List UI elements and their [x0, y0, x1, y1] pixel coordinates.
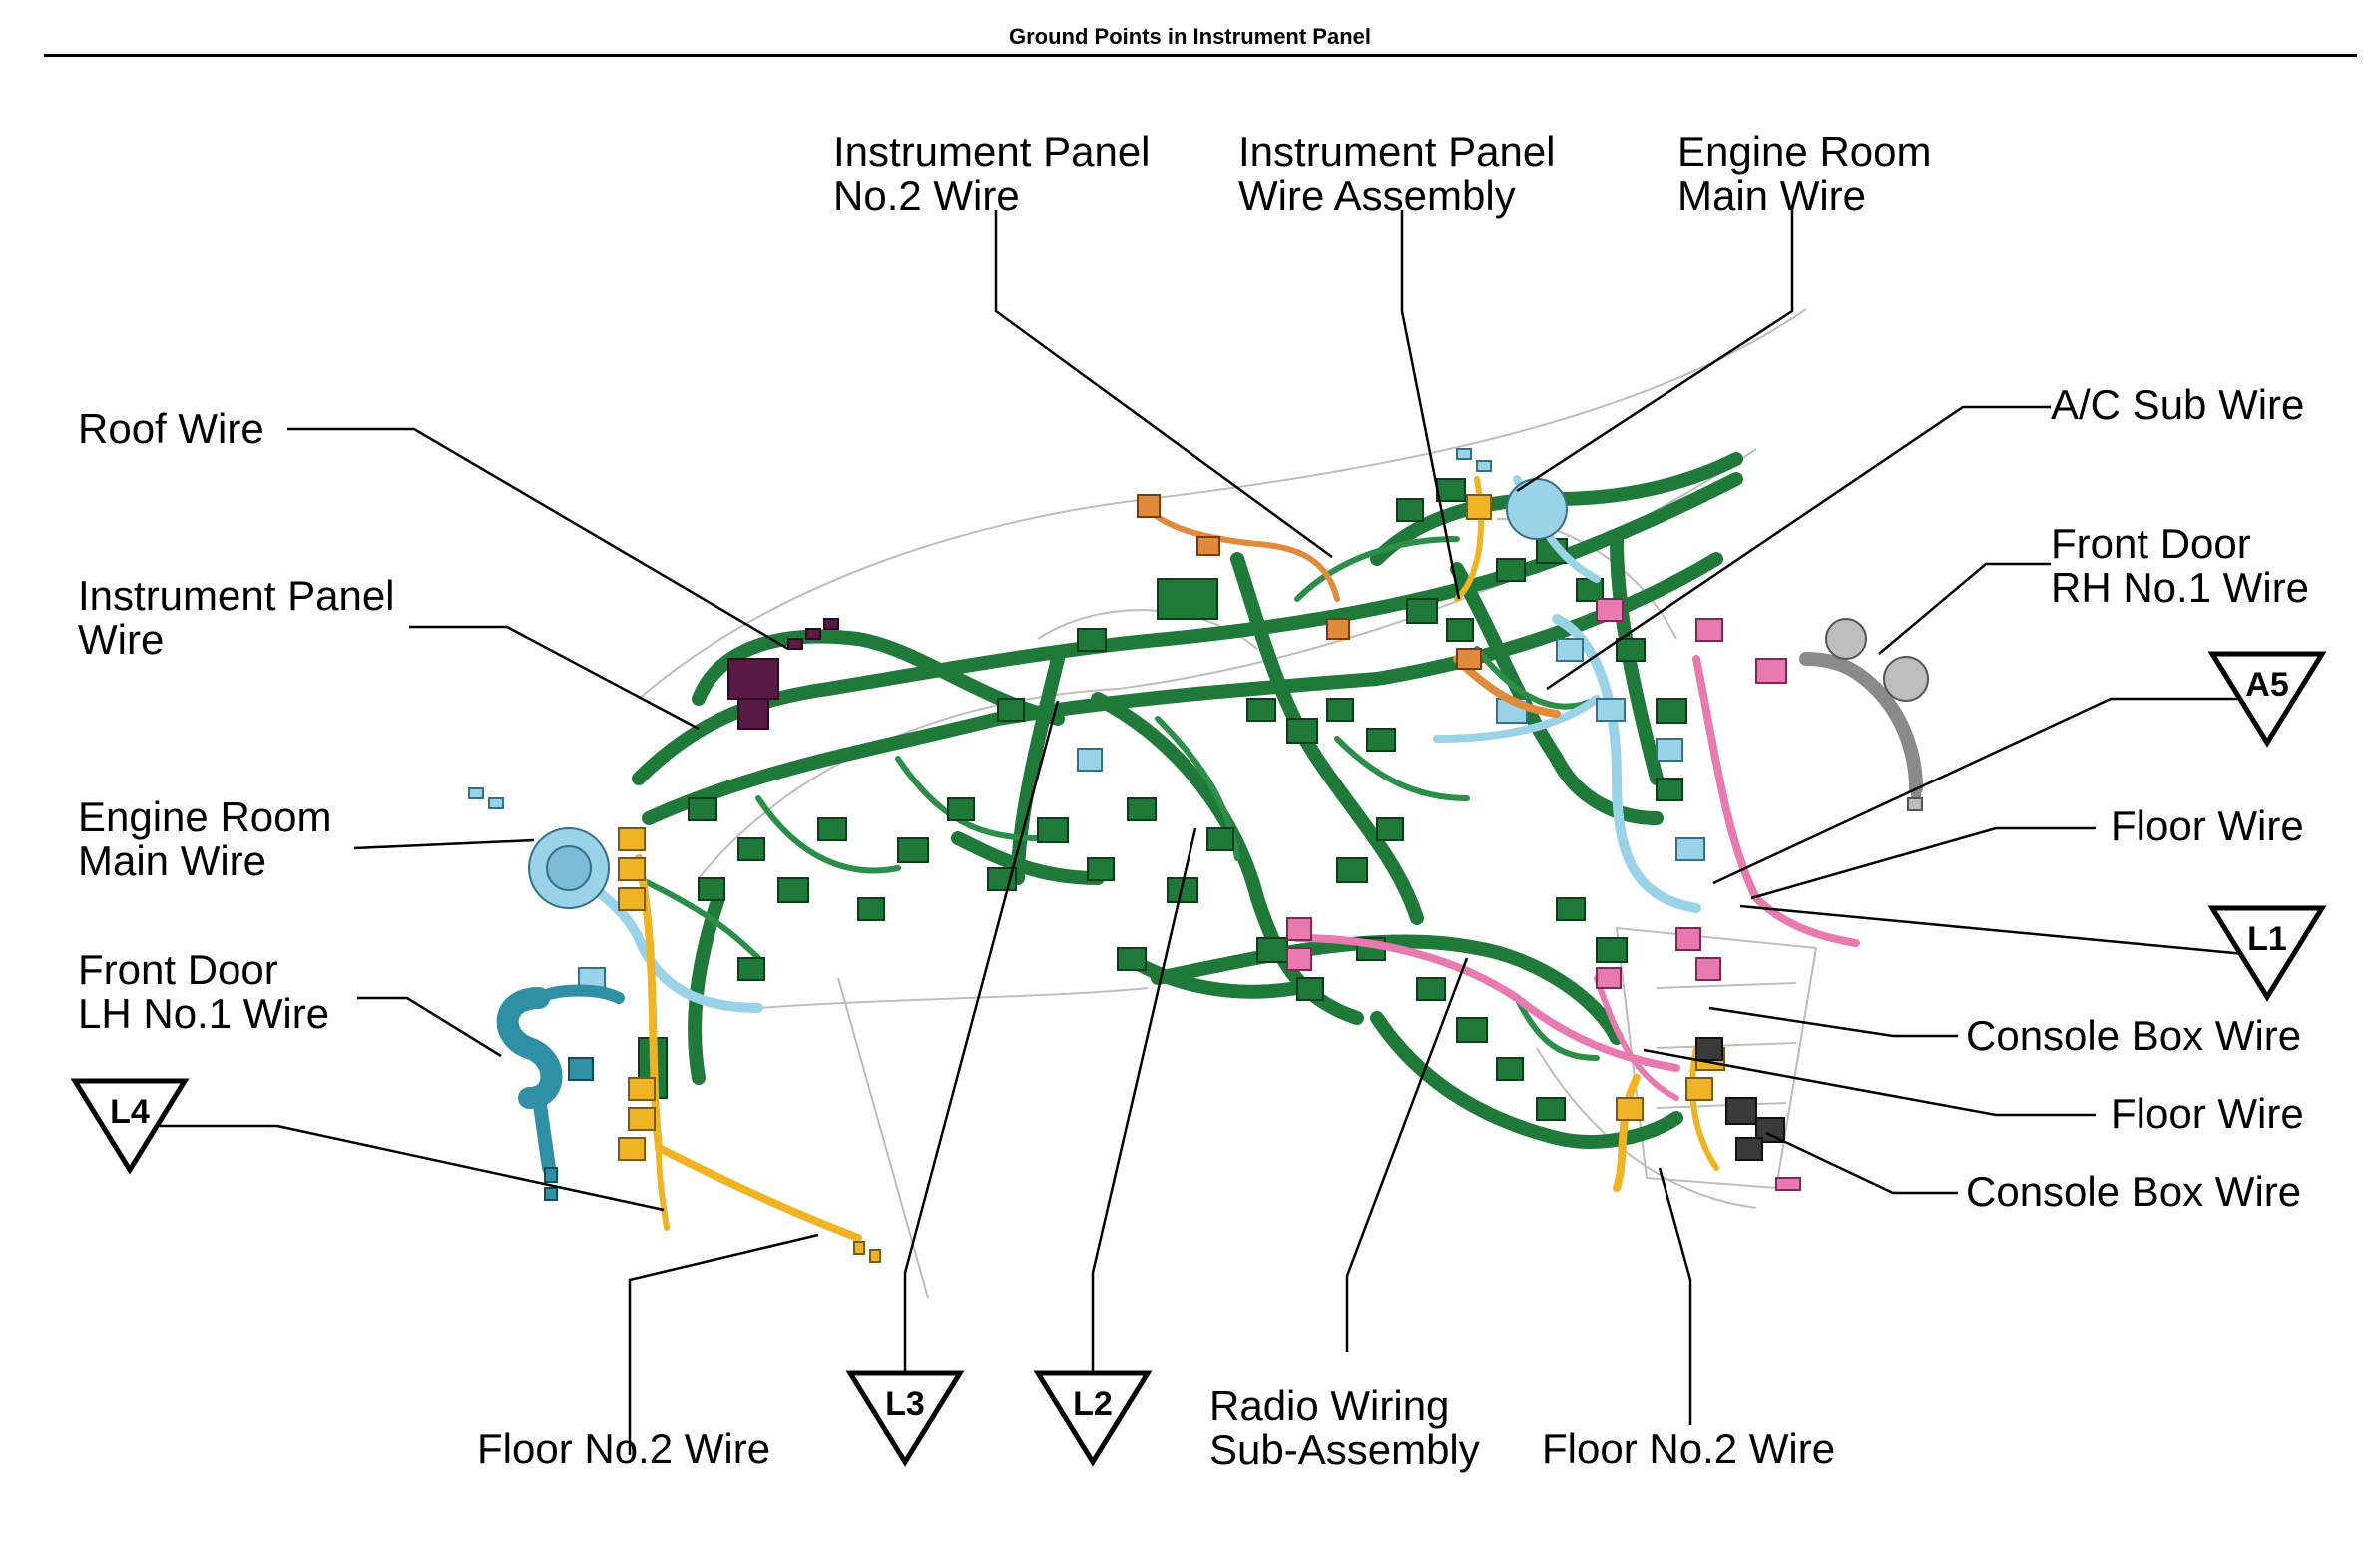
front-door-lh-plug	[544, 1057, 594, 1201]
svg-text:L3: L3	[885, 1385, 925, 1423]
svg-text:L1: L1	[2247, 920, 2287, 958]
svg-text:A5: A5	[2245, 666, 2288, 704]
label-line: Roof Wire	[78, 405, 264, 452]
pink-harness	[1293, 655, 1860, 1101]
connector-blocks	[638, 478, 1687, 1121]
label-line: Floor Wire	[2111, 802, 2304, 849]
label-line: Console Box Wire	[1966, 1012, 2302, 1059]
label-line: Engine Room	[78, 793, 332, 840]
label-line: Instrument Panel	[1238, 128, 1556, 175]
label-floor-no2-wire-right: Floor No.2 Wire	[1542, 1427, 1835, 1471]
label-console-box-wire-lower: Console Box Wire	[1966, 1170, 2301, 1214]
label-line: Wire	[78, 616, 165, 663]
label-line: Instrument Panel	[78, 572, 395, 619]
label-floor-wire-upper: Floor Wire	[2111, 804, 2304, 848]
label-console-box-wire-upper: Console Box Wire	[1966, 1014, 2301, 1058]
dashboard-outline	[638, 308, 1818, 1299]
label-floor-wire-lower: Floor Wire	[2111, 1092, 2304, 1136]
label-line: A/C Sub Wire	[2051, 381, 2305, 428]
label-front-door-rh: Front Door RH No.1 Wire	[2051, 522, 2309, 610]
label-ac-sub-wire: A/C Sub Wire	[2051, 383, 2304, 427]
title-divider	[44, 54, 2357, 57]
pink-connectors	[1286, 598, 1801, 1191]
leader-lines	[160, 210, 2256, 1455]
label-line: LH No.1 Wire	[78, 990, 330, 1037]
ground-point-a5: A5	[2207, 651, 2327, 748]
label-instrument-panel-no2-wire: Instrument Panel No.2 Wire	[833, 130, 1151, 218]
label-floor-no2-wire-left: Floor No.2 Wire	[477, 1427, 770, 1471]
orange-connectors	[1137, 494, 1482, 670]
label-line: Front Door	[2051, 520, 2251, 567]
label-line: Instrument Panel	[833, 128, 1151, 175]
roof-wire-connector	[727, 618, 839, 730]
label-front-door-lh: Front Door LH No.1 Wire	[78, 948, 329, 1036]
label-line: Sub-Assembly	[1209, 1426, 1480, 1473]
label-radio-wiring: Radio Wiring Sub-Assembly	[1209, 1384, 1480, 1472]
label-line: RH No.1 Wire	[2051, 564, 2310, 611]
label-engine-room-main-wire-top: Engine Room Main Wire	[1677, 130, 1931, 218]
label-line: Console Box Wire	[1966, 1168, 2302, 1215]
ground-point-l3: L3	[845, 1370, 965, 1467]
ground-point-l1: L1	[2207, 905, 2327, 1002]
front-door-rh-plug	[1825, 618, 1929, 811]
ground-point-l4: L4	[70, 1078, 190, 1175]
label-line: Floor No.2 Wire	[477, 1425, 771, 1472]
label-engine-room-main-wire-left: Engine Room Main Wire	[78, 795, 331, 883]
label-line: No.2 Wire	[833, 172, 1020, 219]
label-line: Engine Room	[1677, 128, 1932, 175]
front-door-lh-connector	[496, 984, 625, 1175]
label-instrument-panel-wire-assembly: Instrument Panel Wire Assembly	[1238, 130, 1556, 218]
ground-point-l2: L2	[1033, 1370, 1153, 1467]
label-line: Radio Wiring	[1209, 1382, 1450, 1429]
label-line: Floor Wire	[2111, 1090, 2304, 1137]
label-roof-wire: Roof Wire	[78, 407, 264, 451]
svg-text:L4: L4	[110, 1093, 150, 1131]
page-title: Ground Points in Instrument Panel	[1008, 24, 1372, 49]
label-instrument-panel-wire: Instrument Panel Wire	[78, 574, 395, 662]
label-line: Floor No.2 Wire	[1542, 1425, 1836, 1472]
label-line: Main Wire	[78, 837, 267, 884]
label-line: Front Door	[78, 946, 278, 993]
svg-text:L2: L2	[1073, 1385, 1113, 1423]
light-blue-connectors	[468, 448, 1705, 991]
label-line: Main Wire	[1677, 172, 1867, 219]
label-line: Wire Assembly	[1238, 172, 1516, 219]
